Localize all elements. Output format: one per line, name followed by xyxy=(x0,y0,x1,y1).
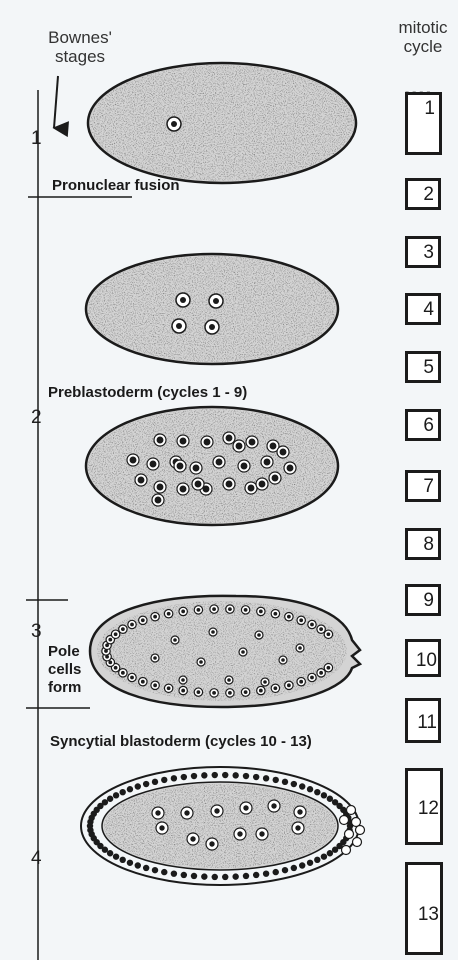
nucleus xyxy=(340,816,349,825)
nucleus-dot xyxy=(102,799,108,805)
nucleus xyxy=(353,838,362,847)
nucleus-dot xyxy=(119,857,125,863)
nucleus-dot xyxy=(191,873,197,879)
nucleus-dot xyxy=(107,850,113,856)
nucleus-dot xyxy=(181,774,187,780)
nucleus-dot xyxy=(152,867,158,873)
nucleus-dot xyxy=(282,779,288,785)
nucleus-dot xyxy=(113,853,119,859)
nucleus-dot xyxy=(119,789,125,795)
nucleus-dot xyxy=(327,796,333,802)
embryo-syncytial-blastoderm xyxy=(81,767,365,885)
nucleus-dot xyxy=(253,774,259,780)
nucleus-dot xyxy=(171,775,177,781)
nucleus-dot xyxy=(273,869,279,875)
nucleus-dot xyxy=(232,772,238,778)
nucleus-dot xyxy=(299,783,305,789)
nucleus-dot xyxy=(107,796,113,802)
embryo-preblastoderm-early xyxy=(86,254,338,364)
nucleus-dot xyxy=(212,874,218,880)
nucleus-dot xyxy=(161,777,167,783)
nucleus-dot xyxy=(171,870,177,876)
embryo-preblastoderm-late xyxy=(86,407,338,525)
nucleus-dot xyxy=(291,865,297,871)
nucleus-dot xyxy=(222,874,228,880)
nucleus-dot xyxy=(332,847,338,853)
nucleus-dot xyxy=(314,857,320,863)
arrow-icon xyxy=(54,76,58,128)
nucleus-dot xyxy=(161,869,167,875)
nucleus xyxy=(356,826,365,835)
nucleus-dot xyxy=(127,860,133,866)
nucleus-dot xyxy=(243,773,249,779)
nucleus-dot xyxy=(299,862,305,868)
nucleus-dot xyxy=(321,792,327,798)
nucleus-dot xyxy=(253,872,259,878)
nucleus-dot xyxy=(181,872,187,878)
nucleus-dot xyxy=(143,865,149,871)
nucleus-dot xyxy=(135,862,141,868)
nucleus-dot xyxy=(282,867,288,873)
nucleus-dot xyxy=(191,773,197,779)
nucleus-dot xyxy=(222,772,228,778)
nucleus-dot xyxy=(127,786,133,792)
nucleus-dot xyxy=(291,781,297,787)
nucleus xyxy=(347,806,356,815)
nucleus-dot xyxy=(314,789,320,795)
nucleus-dot xyxy=(263,870,269,876)
nucleus xyxy=(345,830,354,839)
nucleus-dot xyxy=(152,779,158,785)
nucleus-dot xyxy=(263,775,269,781)
nucleus-dot xyxy=(327,850,333,856)
nucleus-dot xyxy=(232,873,238,879)
nucleus-dot xyxy=(273,777,279,783)
nucleus-dot xyxy=(307,786,313,792)
nucleus-dot xyxy=(201,873,207,879)
nucleus xyxy=(342,846,351,855)
nucleus-dot xyxy=(321,853,327,859)
nucleus-dot xyxy=(135,783,141,789)
nucleus-dot xyxy=(307,860,313,866)
nucleus-dot xyxy=(201,772,207,778)
nucleus-dot xyxy=(113,792,119,798)
nucleus-dot xyxy=(243,873,249,879)
nucleus-dot xyxy=(143,781,149,787)
embryo-pole-cells xyxy=(90,596,360,707)
embryo-pronuclear xyxy=(88,63,356,183)
nucleus-dot xyxy=(212,772,218,778)
